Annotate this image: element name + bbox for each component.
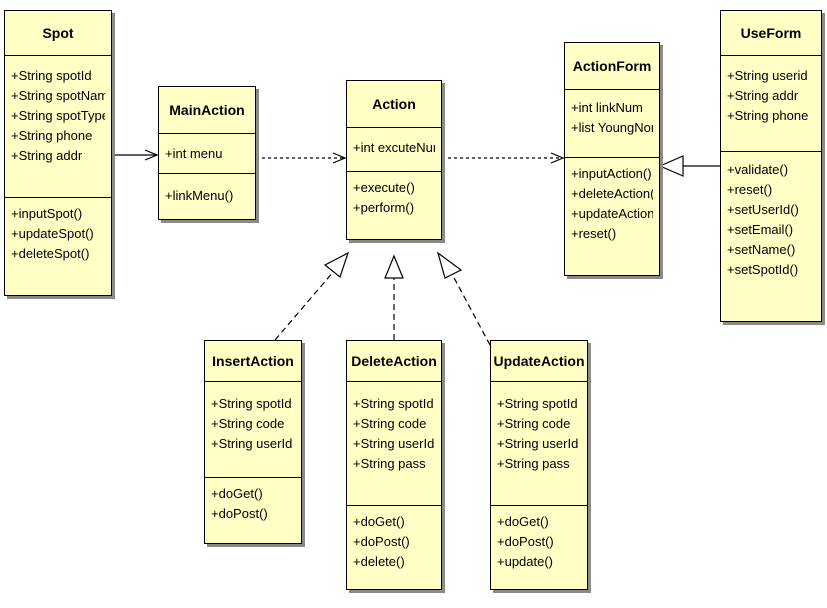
updateaction-realization-triangle: [436, 251, 463, 279]
class-useform-name: UseForm: [721, 11, 821, 56]
class-action-name: Action: [347, 81, 441, 128]
class-operation: +updateAction(): [571, 206, 653, 221]
class-attribute: +String userId: [497, 436, 579, 451]
class-updateaction-operations: +doGet() +doPost() +update(): [491, 506, 587, 576]
class-operation: +updateSpot(): [11, 226, 94, 241]
class-action-operations: +execute() +perform(): [347, 172, 441, 222]
class-operation: +setSpotId(): [727, 262, 799, 277]
deleteaction-realization-triangle: [384, 254, 404, 279]
class-deleteaction-attributes: +String spotId +String code +String userId…: [347, 382, 441, 506]
class-attribute: +String code: [211, 416, 285, 431]
class-operation: +delete(): [353, 554, 405, 569]
class-attribute: +String spotType: [11, 108, 105, 123]
updateaction-realization-line: [451, 273, 491, 346]
class-attribute: +String spotId: [353, 396, 434, 411]
class-attribute: +String userId: [353, 436, 435, 451]
class-operation: +doPost(): [211, 506, 268, 521]
class-attribute: +String pass: [497, 456, 570, 471]
class-operation: +setEmail(): [727, 222, 794, 237]
class-operation: +perform(): [353, 200, 415, 215]
class-deleteaction-name: DeleteAction: [347, 341, 441, 382]
class-operation: +inputAction(): [571, 166, 652, 181]
class-insertaction-operations: +doGet() +doPost(): [205, 478, 301, 528]
class-operation: +deleteSpot(): [11, 246, 90, 261]
class-insertaction-attributes: +String spotId +String code +String userId: [205, 382, 301, 478]
class-attribute: +int excuteNum: [353, 140, 435, 155]
class-actionform[interactable]: ActionForm +int linkNum +list YoungNong +…: [564, 42, 660, 276]
class-mainaction[interactable]: MainAction +int menu +linkMenu(): [158, 86, 256, 220]
class-operation: +doGet(): [353, 514, 405, 529]
class-operation: +setName(): [727, 242, 796, 257]
class-spot-name: Spot: [5, 11, 111, 56]
class-spot-operations: +inputSpot() +updateSpot() +deleteSpot(): [5, 198, 111, 268]
class-updateaction-attributes: +String spotId +String code +String userId…: [491, 382, 587, 506]
class-operation: +doPost(): [353, 534, 410, 549]
class-operation: +reset(): [727, 182, 773, 197]
class-useform-attributes: +String userid +String addr +String phone: [721, 56, 821, 152]
class-actionform-attributes: +int linkNum +list YoungNong: [565, 90, 659, 158]
class-spot-attributes: +String spotId +String spotName +String sp…: [5, 56, 111, 198]
class-operation: +doGet(): [211, 486, 263, 501]
class-attribute: +String code: [353, 416, 427, 431]
class-attribute: +int menu: [165, 146, 223, 161]
class-attribute: +String code: [497, 416, 571, 431]
insertaction-realization-line: [274, 270, 335, 341]
class-operation: +reset(): [571, 226, 617, 241]
class-insertaction-name: InsertAction: [205, 341, 301, 382]
class-attribute: +String userid: [727, 68, 808, 83]
class-operation: +execute(): [353, 180, 415, 195]
class-attribute: +list YoungNong: [571, 120, 653, 135]
class-insertaction[interactable]: InsertAction +String spotId+String code+…: [204, 340, 302, 544]
class-attribute: +String spotName: [11, 88, 105, 103]
class-mainaction-operations: +linkMenu(): [159, 174, 255, 210]
class-attribute: +String addr: [727, 88, 799, 103]
insertaction-realization-triangle: [323, 251, 350, 279]
class-attribute: +String phone: [727, 108, 809, 123]
class-action-attributes: +int excuteNum: [347, 128, 441, 172]
class-action[interactable]: Action +int excuteNum +execute() +perform…: [346, 80, 442, 240]
class-operation: +validate(): [727, 162, 789, 177]
class-operation: +inputSpot(): [11, 206, 83, 221]
class-updateaction[interactable]: UpdateAction +String spotId+String code+…: [490, 340, 588, 590]
class-attribute: +String pass: [353, 456, 426, 471]
class-attribute: +String spotId: [497, 396, 578, 411]
class-operation: +linkMenu(): [165, 188, 234, 203]
class-deleteaction-operations: +doGet() +doPost() +delete(): [347, 506, 441, 576]
class-attribute: +String addr: [11, 148, 83, 163]
class-operation: +deleteAction(): [571, 186, 653, 201]
class-operation: +doGet(): [497, 514, 549, 529]
class-attribute: +int linkNum: [571, 100, 643, 115]
class-attribute: +String phone: [11, 128, 93, 143]
class-operation: +doPost(): [497, 534, 554, 549]
class-operation: +setUserId(): [727, 202, 799, 217]
class-spot[interactable]: Spot +String spotId+String spotName+Stri…: [4, 10, 112, 296]
class-deleteaction[interactable]: DeleteAction +String spotId+String code+…: [346, 340, 442, 590]
class-updateaction-name: UpdateAction: [491, 341, 587, 382]
class-actionform-operations: +inputAction() +deleteAction() +updateActi…: [565, 158, 659, 248]
class-attribute: +String userId: [211, 436, 293, 451]
class-useform[interactable]: UseForm +String userid+String addr+Strin…: [720, 10, 822, 322]
useform-generalization-triangle: [658, 155, 684, 177]
class-mainaction-attributes: +int menu: [159, 134, 255, 174]
class-attribute: +String spotId: [211, 396, 292, 411]
class-attribute: +String spotId: [11, 68, 92, 83]
class-operation: +update(): [497, 554, 554, 569]
class-actionform-name: ActionForm: [565, 43, 659, 90]
class-useform-operations: +validate() +reset() +setUserId() +setEmail…: [721, 152, 821, 284]
class-mainaction-name: MainAction: [159, 87, 255, 134]
